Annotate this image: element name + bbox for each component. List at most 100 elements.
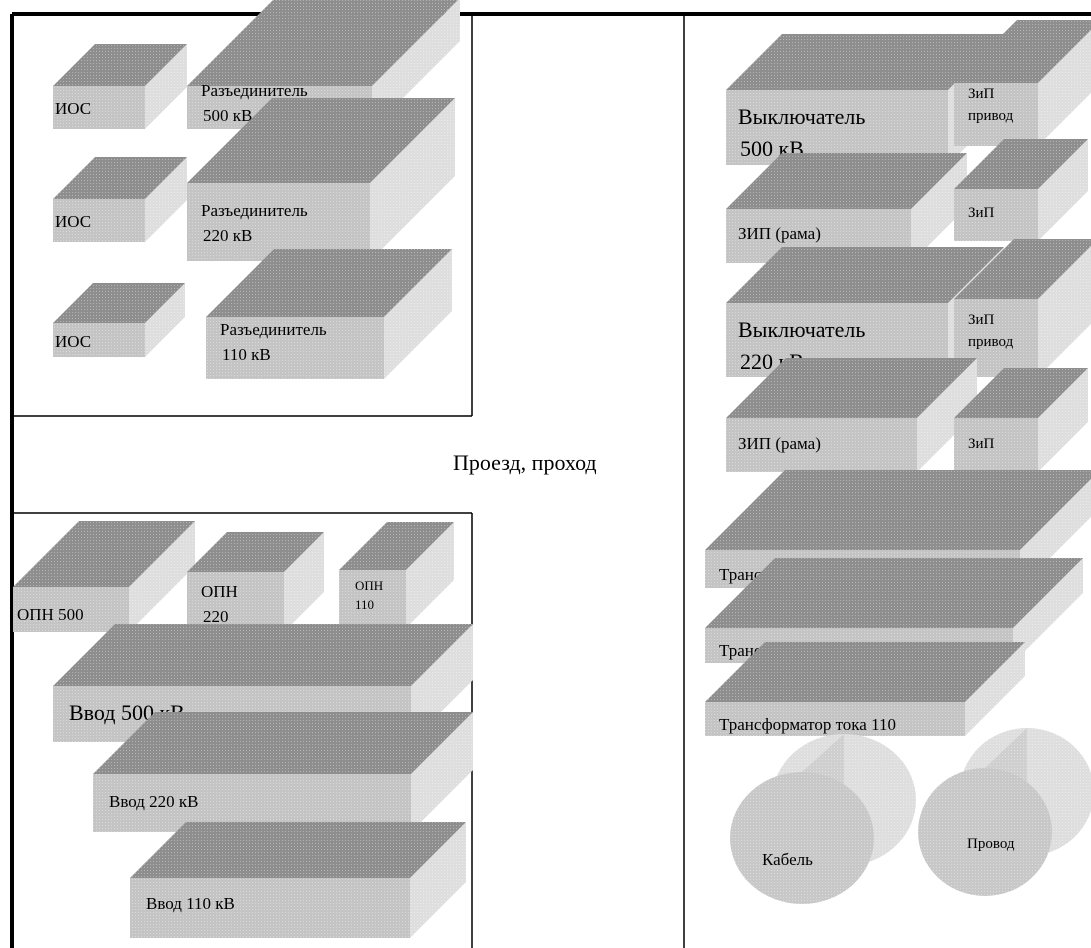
right-zone-box-8: ЗиП <box>954 368 1088 472</box>
box-label-line: ЗИП (рама) <box>738 224 821 243</box>
box-label: ОПН 500 <box>17 605 84 624</box>
box-label-line: ЗиП <box>968 436 995 452</box>
box-top-texture <box>187 98 455 183</box>
box-label-line: Разъединитель <box>201 201 308 220</box>
box-front-texture <box>187 572 284 632</box>
box-top-texture <box>726 358 977 418</box>
box-top-texture <box>53 44 187 86</box>
box-label-line: ИОС <box>55 332 91 351</box>
drum-label: Провод <box>967 836 1015 852</box>
box-label-line: Ввод 110 кВ <box>146 894 235 913</box>
box-side-texture <box>1038 30 1091 146</box>
box-side-texture <box>1038 368 1088 472</box>
box-top-texture <box>339 522 454 570</box>
box-side-texture <box>911 153 967 263</box>
box-top-texture <box>954 139 1088 189</box>
box-label-line: привод <box>968 334 1014 350</box>
box-label: ЗиП привод <box>968 312 1014 350</box>
right-zone-box-11: Трансформатор тока 110 <box>705 642 1025 736</box>
box-label-line: 220 кВ <box>203 226 252 245</box>
box-top-texture <box>130 822 466 878</box>
box-label: ИОС <box>55 332 91 351</box>
box-front-texture <box>53 199 145 242</box>
right-zone-box-7: ЗИП (рама) <box>726 358 977 472</box>
box-label-line: 500 кВ <box>203 106 252 125</box>
right-zone-box-6: ЗиП привод <box>954 239 1091 377</box>
box-front-texture <box>339 570 406 628</box>
box-label-line: Ввод 220 кВ <box>109 792 199 811</box>
box-front-texture <box>53 86 145 129</box>
box-front-texture <box>726 90 948 165</box>
top-left-zone-box-5: ИОС <box>53 283 185 357</box>
box-top-texture <box>954 20 1091 83</box>
box-front-texture <box>53 323 145 357</box>
box-label-line: 110 <box>355 597 374 612</box>
box-front-texture <box>954 418 1038 472</box>
top-left-zone-box-2: Разъединитель 500 кВ <box>187 0 460 129</box>
box-front-texture <box>954 83 1038 146</box>
box-label: Трансформатор тока 110 <box>719 715 896 734</box>
box-side-texture <box>284 532 324 632</box>
box-label-line: Трансформатор тока 110 <box>719 715 896 734</box>
box-top-texture <box>726 247 1004 303</box>
box-top-texture <box>705 558 1083 628</box>
top-left-zone-box-6: Разъединитель 110 кВ <box>206 249 452 379</box>
box-side-texture <box>145 157 187 242</box>
bottom-left-zone-box-1: ОПН 500 <box>13 521 195 632</box>
box-top-texture <box>93 712 473 774</box>
box-label-line: привод <box>968 108 1014 124</box>
box-label: Ввод 220 кВ <box>109 792 199 811</box>
box-label-line: ОПН <box>355 578 383 593</box>
box-top-texture <box>726 34 1004 90</box>
box-side-texture <box>411 712 473 832</box>
box-label: ОПН 110 <box>355 578 383 612</box>
box-side-texture <box>406 522 454 628</box>
box-side-texture <box>145 44 187 129</box>
box-front-texture <box>705 702 965 736</box>
drum-2: Провод <box>918 728 1091 896</box>
box-label-line: Разъединитель <box>201 81 308 100</box>
drum-1: Кабель <box>730 734 916 904</box>
box-label: ЗИП (рама) <box>738 434 821 453</box>
box-label-line: ИОС <box>55 99 91 118</box>
box-side-texture <box>372 0 460 129</box>
box-label-line: ИОС <box>55 212 91 231</box>
top-left-zone-box-3: ИОС <box>53 157 187 242</box>
box-side-texture <box>1038 139 1088 241</box>
drum-front-texture <box>918 768 1052 896</box>
box-label: ИОС <box>55 99 91 118</box>
box-front-texture <box>187 183 370 261</box>
box-label: Разъединитель 220 кВ <box>201 201 308 245</box>
bottom-left-zone-box-3: ОПН 110 <box>339 522 454 628</box>
box-label: Ввод 110 кВ <box>146 894 235 913</box>
right-zone-box-3: ЗИП (рама) <box>726 153 967 263</box>
box-top-texture <box>13 521 195 587</box>
box-label-line: ЗИП (рама) <box>738 434 821 453</box>
box-front-texture <box>130 878 410 938</box>
box-side-texture <box>384 249 452 379</box>
box-label: Разъединитель 500 кВ <box>201 81 308 125</box>
box-label: ЗиП <box>968 205 995 221</box>
box-label-line: ЗиП <box>968 312 995 328</box>
box-side-texture <box>917 358 977 472</box>
box-label-line: ЗиП <box>968 205 995 221</box>
box-label-line: 110 кВ <box>222 345 271 364</box>
box-label: Разъединитель 110 кВ <box>220 320 327 364</box>
box-front-texture <box>13 587 129 632</box>
box-label-line: Разъединитель <box>220 320 327 339</box>
box-label-line: 220 <box>203 607 229 626</box>
box-front-texture <box>206 317 384 379</box>
bottom-left-zone-box-5: Ввод 220 кВ <box>93 712 473 832</box>
box-front-texture <box>954 189 1038 241</box>
box-top-texture <box>206 249 452 317</box>
box-side-texture <box>965 642 1025 736</box>
box-label-line: ОПН 500 <box>17 605 84 624</box>
box-top-texture <box>726 153 967 209</box>
aisle-label: Проезд, проход <box>453 450 597 475</box>
